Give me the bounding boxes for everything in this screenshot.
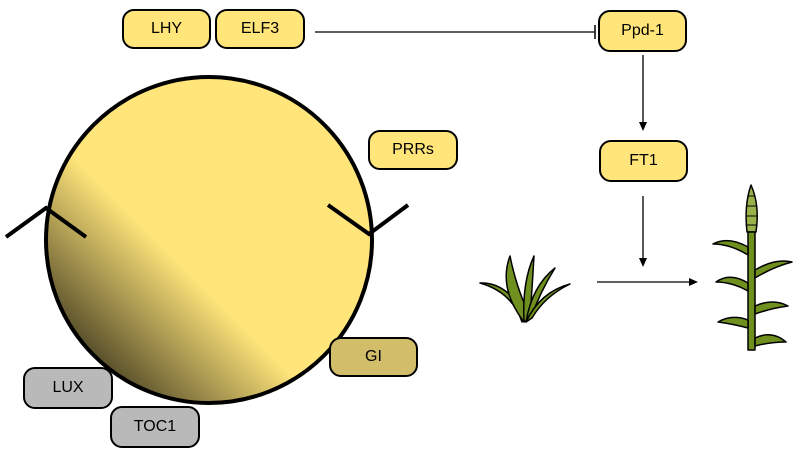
node-lhy: LHY bbox=[122, 9, 211, 49]
flowering-wheat-plant-icon bbox=[712, 184, 793, 351]
node-ppd1: Ppd-1 bbox=[598, 10, 687, 52]
edges bbox=[315, 25, 698, 286]
edge-ppd1-to-ft1-head bbox=[639, 122, 647, 131]
node-elf3: ELF3 bbox=[215, 9, 305, 49]
node-prrs: PRRs bbox=[368, 130, 458, 170]
vegetative-seedling-icon bbox=[479, 255, 571, 323]
edge-ft1-to-transition-head bbox=[639, 258, 647, 267]
edge-vegetative-to-flowering-head bbox=[689, 278, 698, 286]
node-toc1: TOC1 bbox=[110, 406, 200, 448]
node-lux: LUX bbox=[23, 367, 113, 409]
node-ft1: FT1 bbox=[599, 140, 688, 182]
circadian-clock-icon bbox=[4, 75, 410, 405]
node-gi: GI bbox=[329, 337, 418, 377]
